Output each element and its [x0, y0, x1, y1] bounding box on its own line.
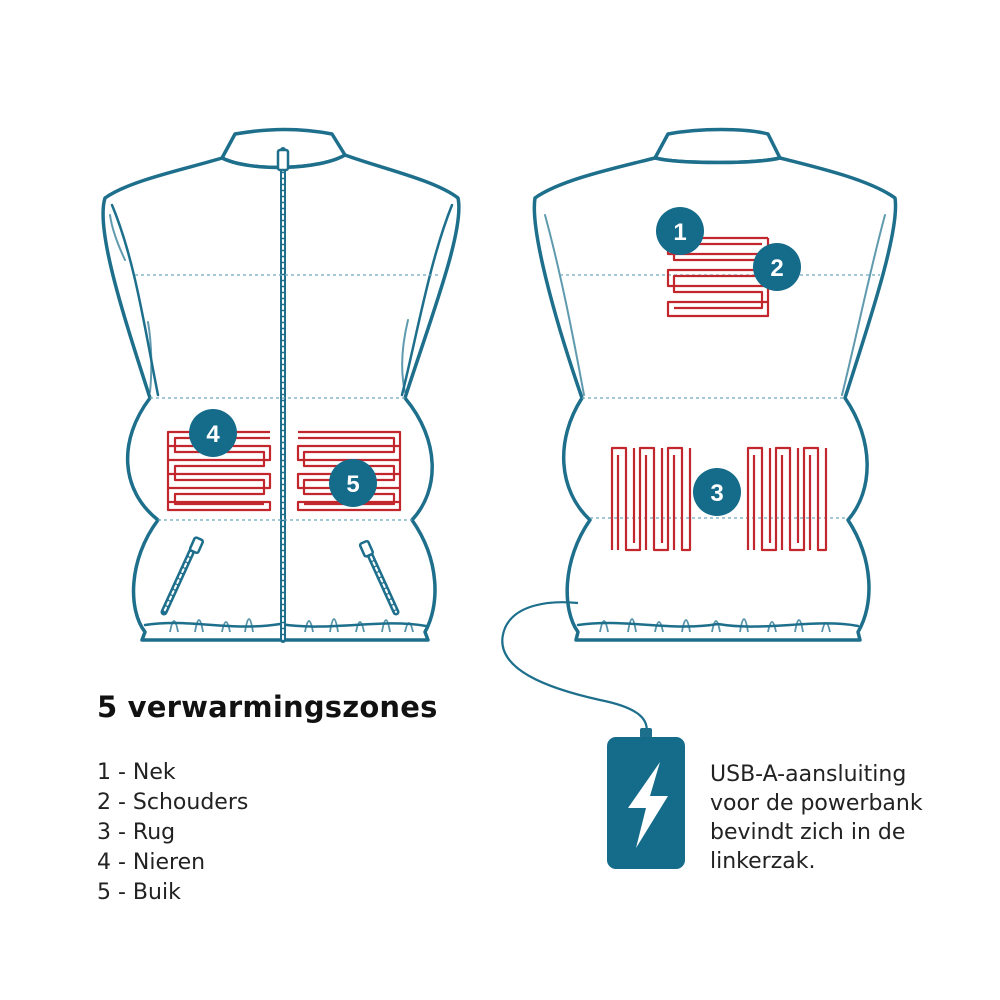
zone-badge-4-number: 4	[206, 421, 220, 448]
legend-item: 4 - Nieren	[97, 850, 206, 875]
powerbank-note-line: USB-A-aansluiting	[710, 762, 907, 787]
zone-badge-2-number: 2	[770, 255, 783, 282]
lightning-bolt-icon	[628, 762, 668, 848]
powerbank	[607, 737, 685, 869]
zone-badge-5-number: 5	[346, 471, 359, 498]
zone-badge-4: 4	[189, 409, 237, 457]
powerbank-connector	[640, 728, 652, 738]
zone-badge-1-number: 1	[673, 219, 686, 246]
usb-cable	[501, 601, 648, 737]
heater-zone-3-left	[610, 446, 692, 552]
zone-badge-1: 1	[656, 207, 704, 255]
zone-badge-3-number: 3	[710, 480, 723, 507]
powerbank-note: USB-A-aansluiting voor de powerbank bevi…	[710, 760, 980, 876]
zones-legend: 1 - Nek 2 - Schouders 3 - Rug 4 - Nieren…	[97, 758, 248, 908]
heater-zone-5	[296, 430, 402, 512]
back-vest	[532, 127, 898, 642]
front-vest	[101, 127, 461, 643]
left-pocket-zipper	[160, 536, 205, 616]
legend-item: 1 - Nek	[97, 760, 176, 785]
zone-badge-2: 2	[753, 243, 801, 291]
legend-item: 2 - Schouders	[97, 790, 249, 815]
zone-badge-3: 3	[693, 468, 741, 516]
powerbank-note-line: bevindt zich in de	[710, 820, 906, 845]
back-collar	[653, 127, 782, 165]
legend-item: 3 - Rug	[97, 820, 176, 845]
zones-heading: 5 verwarmingszones	[97, 690, 438, 724]
front-quilt-seams	[135, 274, 440, 521]
heater-zone-3-right	[746, 446, 828, 552]
legend-item: 5 - Buik	[97, 880, 181, 905]
powerbank-note-line: voor de powerbank	[710, 791, 923, 816]
zone-badge-5: 5	[329, 459, 377, 507]
back-body-outline	[532, 156, 898, 642]
powerbank-note-line: linkerzak.	[710, 849, 816, 874]
right-pocket-zipper	[358, 539, 400, 616]
